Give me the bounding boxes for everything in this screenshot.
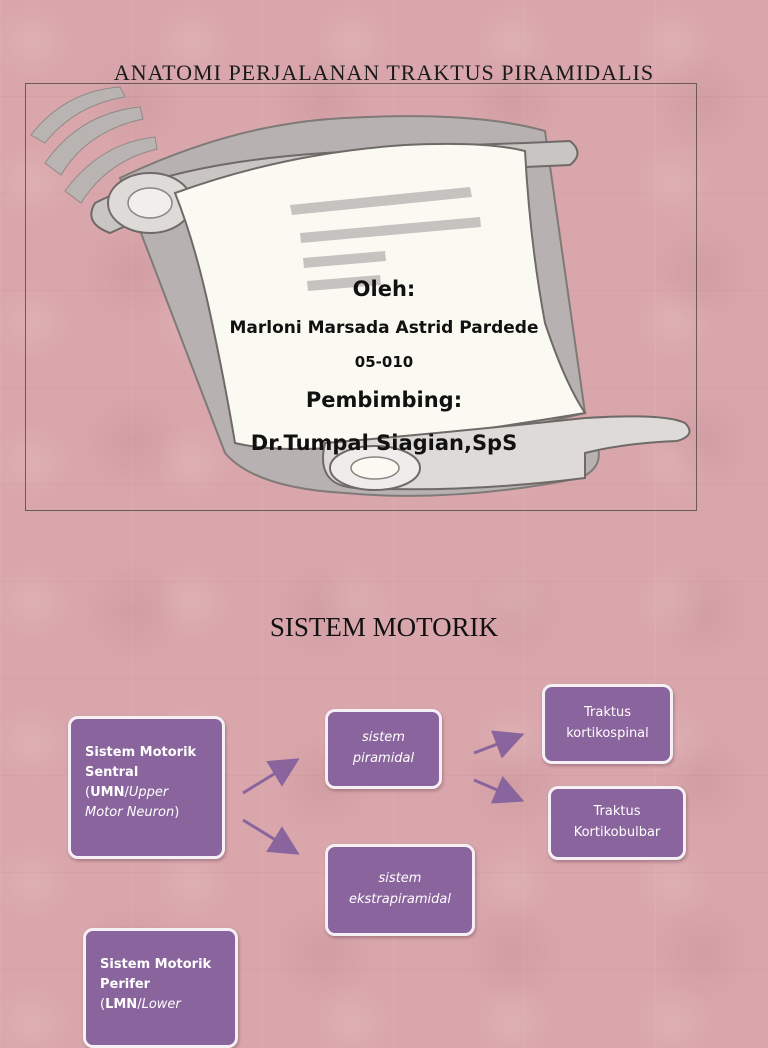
box-sistem-motorik-sentral: Sistem Motorik Sentral (UMN/Upper Motor …: [68, 716, 225, 859]
sentral-line2: Sentral: [85, 765, 139, 781]
perifer-line3: (LMN/Lower: [100, 997, 181, 1013]
slide1-frame: [25, 83, 697, 511]
ekstrapiramidal-line2: ekstrapiramidal: [349, 892, 451, 907]
piramidal-line1: sistem: [362, 730, 405, 746]
slide2-title: SISTEM MOTORIK: [269, 612, 499, 642]
piramidal-line2: piramidal: [352, 751, 415, 766]
box-sistem-motorik-perifer: Sistem Motorik Perifer (LMN/Lower: [83, 928, 238, 1048]
arrow-right-up-icon: [242, 758, 300, 795]
arrow-right-up-icon: [473, 730, 525, 759]
kortikobulbar-line1: Traktus: [593, 804, 641, 820]
arrow-right-down-icon: [473, 775, 525, 804]
sentral-line3: (UMN/Upper: [85, 785, 169, 801]
box-sistem-piramidal: sistem piramidal: [325, 709, 442, 789]
box-traktus-kortikospinal: Traktus kortikospinal: [542, 684, 673, 764]
ekstrapiramidal-line1: sistem: [378, 871, 422, 887]
oleh-label: Oleh:: [352, 277, 416, 301]
kortikobulbar-line2: Kortikobulbar: [573, 825, 661, 840]
kortikospinal-line2: kortikospinal: [566, 726, 649, 741]
box-traktus-kortikobulbar: Traktus Kortikobulbar: [548, 786, 686, 860]
pembimbing-label: Pembimbing:: [305, 388, 463, 412]
sentral-line1: Sistem Motorik: [85, 745, 197, 760]
diagram-arrows: [242, 730, 525, 855]
perifer-line2: Perifer: [100, 977, 151, 993]
sentral-line4: Motor Neuron): [85, 805, 180, 821]
student-id: 05-010: [354, 353, 414, 371]
box-sistem-ekstrapiramidal: sistem ekstrapiramidal: [325, 844, 475, 936]
author-name: Marloni Marsada Astrid Pardede: [229, 318, 539, 338]
arrow-right-down-icon: [242, 818, 300, 855]
slide1-title: ANATOMI PERJALANAN TRAKTUS PIRAMIDALIS: [113, 60, 655, 85]
scroll-clipart-icon: [30, 86, 691, 497]
kortikospinal-line1: Traktus: [584, 705, 631, 721]
advisor-name: Dr.Tumpal Siagian,SpS: [250, 431, 518, 455]
perifer-line1: Sistem Motorik: [100, 957, 212, 972]
